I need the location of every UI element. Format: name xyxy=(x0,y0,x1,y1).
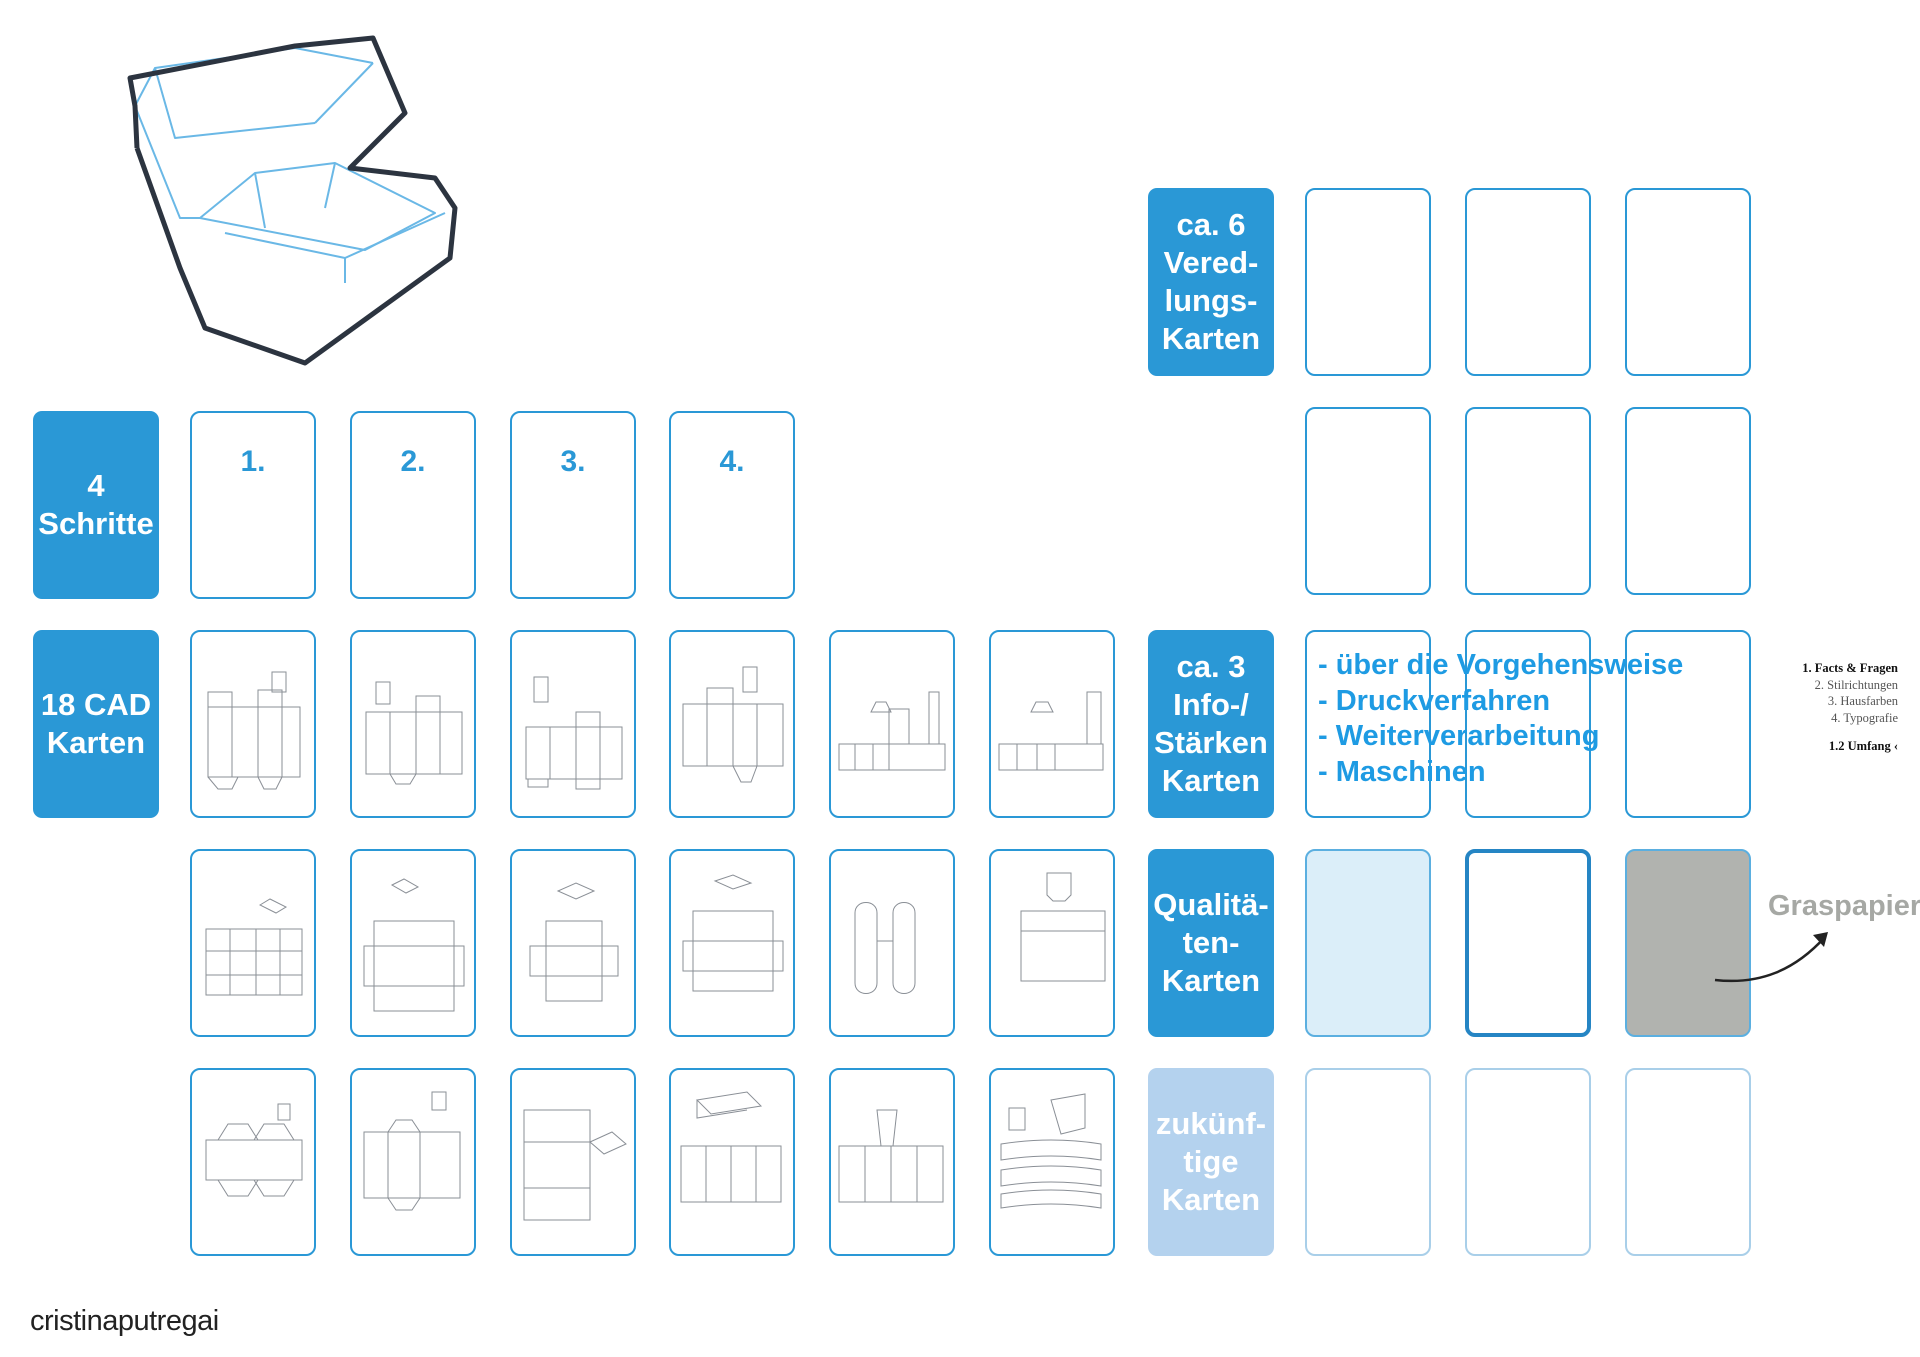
dieline-sketch-icon xyxy=(1020,872,1106,982)
toc-item: 2. Stilrichtungen xyxy=(1814,677,1898,692)
info-bullet-list: - über die Vorgehensweise - Druckverfahr… xyxy=(1318,648,1683,790)
info-bullet: - Maschinen xyxy=(1318,755,1486,788)
brand-logo-text: cristinaputregai xyxy=(30,1305,219,1337)
dieline-sketch-icon xyxy=(363,1091,461,1211)
cad-card xyxy=(510,1068,636,1256)
dieline-sketch-icon xyxy=(682,874,784,992)
cad-card xyxy=(669,630,795,818)
step-number: 3. xyxy=(560,445,586,478)
dieline-sketch-icon xyxy=(838,691,946,771)
dieline-sketch-icon xyxy=(998,691,1104,771)
cad-card xyxy=(669,1068,795,1256)
dieline-sketch-icon xyxy=(529,882,619,1002)
info-card xyxy=(1625,630,1751,818)
cad-card xyxy=(190,1068,316,1256)
step-card-4: 4. xyxy=(669,411,795,599)
toc-item: 1. Facts & Fragen xyxy=(1802,661,1898,675)
dieline-sketch-icon xyxy=(365,681,463,785)
dieline-sketch-icon xyxy=(523,1109,627,1221)
step-number: 1. xyxy=(240,445,266,478)
info-bullet: - Druckverfahren xyxy=(1318,684,1551,717)
veredelung-card xyxy=(1465,407,1591,595)
qualitaeten-label: Qualitä- ten- Karten xyxy=(1148,849,1274,1037)
cad-card xyxy=(829,1068,955,1256)
dieline-sketch-icon xyxy=(854,902,916,994)
veredelung-card xyxy=(1305,407,1431,595)
toc-item: 1.2 Umfang ‹ xyxy=(1828,739,1898,753)
zukuenftige-label: zukünf- tige Karten xyxy=(1148,1068,1274,1256)
mailer-box-illustration xyxy=(127,35,458,366)
step-number: 2. xyxy=(400,445,426,478)
future-card xyxy=(1625,1068,1751,1256)
cad-label: 18 CAD Karten xyxy=(33,630,159,818)
quality-card-graspapier xyxy=(1625,849,1751,1037)
dieline-sketch-icon xyxy=(363,878,465,1012)
dieline-sketch-icon xyxy=(1000,1093,1102,1209)
step-card-3: 3. xyxy=(510,411,636,599)
cad-card xyxy=(350,1068,476,1256)
quality-card-thick xyxy=(1465,849,1591,1037)
step-card-2: 2. xyxy=(350,411,476,599)
cad-card xyxy=(989,1068,1115,1256)
step-number: 4. xyxy=(719,445,745,478)
toc-item: 4. Typografie xyxy=(1831,710,1898,725)
future-card xyxy=(1305,1068,1431,1256)
info-label: ca. 3 Info-/ Stärken Karten xyxy=(1148,630,1274,818)
veredelung-card xyxy=(1625,407,1751,595)
veredelung-card xyxy=(1305,188,1431,376)
cad-card xyxy=(669,849,795,1037)
cad-card xyxy=(190,630,316,818)
schritte-label: 4 Schritte xyxy=(33,411,159,599)
dieline-sketch-icon xyxy=(205,898,303,996)
future-card xyxy=(1465,1068,1591,1256)
toc-item: 3. Hausfarben xyxy=(1827,694,1898,708)
dieline-sketch-icon xyxy=(205,1103,303,1197)
info-card xyxy=(1305,630,1431,818)
dieline-sketch-icon xyxy=(682,666,784,783)
graspapier-annotation: Graspapier xyxy=(1768,890,1920,922)
cad-card xyxy=(350,849,476,1037)
dieline-sketch-icon xyxy=(525,676,623,790)
dieline-sketch-icon xyxy=(838,1109,944,1203)
dieline-sketch-icon xyxy=(207,671,301,790)
veredelung-card xyxy=(1625,188,1751,376)
cad-card xyxy=(989,849,1115,1037)
cad-card xyxy=(829,849,955,1037)
table-of-contents: 1. Facts & Fragen 2. Stilrichtungen 3. H… xyxy=(1802,660,1898,755)
cad-card xyxy=(510,630,636,818)
info-bullet: - Weiterverarbeitung xyxy=(1318,720,1600,752)
quality-card-tinted xyxy=(1305,849,1431,1037)
cad-card xyxy=(350,630,476,818)
veredelung-card xyxy=(1465,188,1591,376)
info-card xyxy=(1465,630,1591,818)
info-bullet: - über die Vorgehensweise xyxy=(1318,649,1684,681)
veredelung-label: ca. 6 Vered- lungs- Karten xyxy=(1148,188,1274,376)
step-card-1: 1. xyxy=(190,411,316,599)
cad-card xyxy=(190,849,316,1037)
cad-card xyxy=(510,849,636,1037)
cad-card xyxy=(989,630,1115,818)
curved-arrow-icon xyxy=(1714,932,1828,983)
cad-card xyxy=(829,630,955,818)
dieline-sketch-icon xyxy=(680,1091,782,1203)
